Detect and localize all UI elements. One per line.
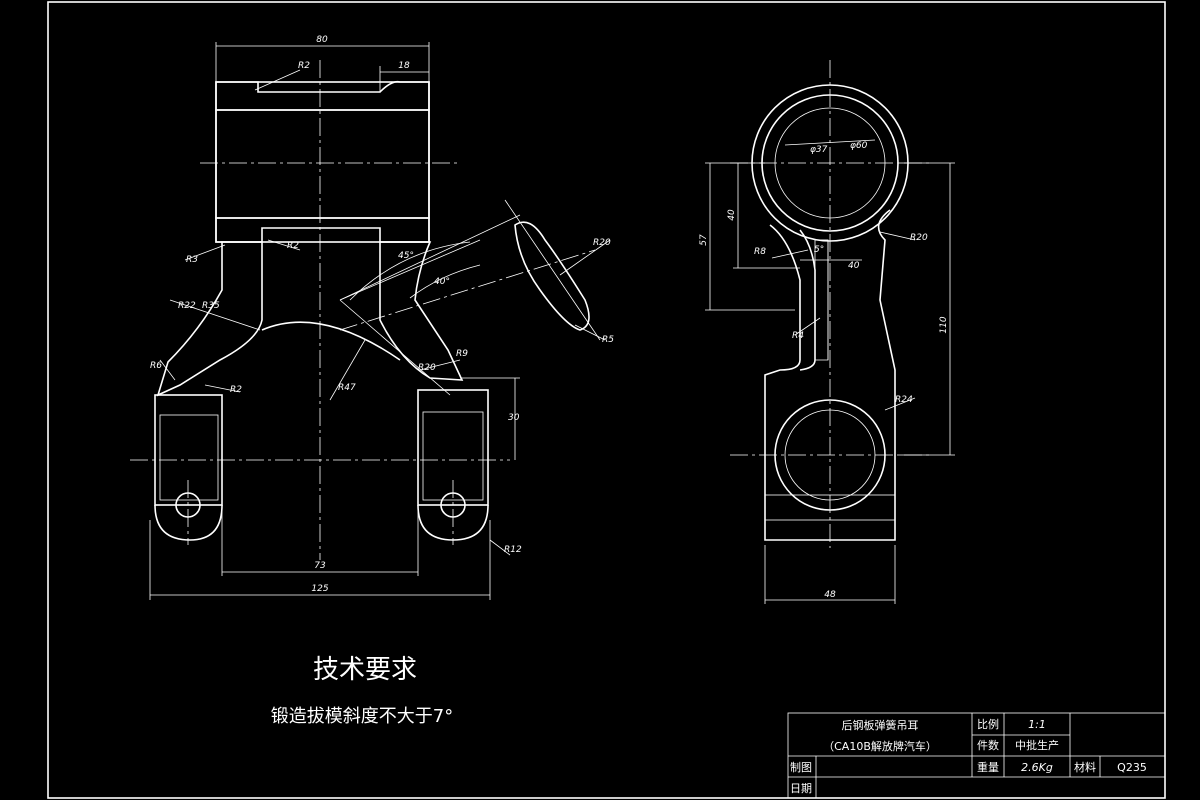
material-value: Q235	[1117, 761, 1147, 774]
dim-r9: R9	[456, 349, 468, 359]
dim-phi60: φ60	[850, 141, 868, 151]
dim-5deg: 5°	[814, 245, 824, 255]
dim-r2-mid: R2	[287, 241, 299, 251]
dim-r6: R6	[150, 361, 162, 371]
dim-40-horizontal: 40	[848, 261, 860, 271]
side-view	[705, 60, 955, 604]
dim-125: 125	[311, 584, 328, 594]
dim-40deg: 40°	[434, 277, 450, 287]
dim-r8: R8	[754, 247, 766, 257]
material-label: 材料	[1074, 760, 1096, 774]
dim-r47: R47	[338, 383, 356, 393]
dim-r2-top: R2	[298, 61, 310, 71]
notes-text: 锻造拔模斜度不大于7°	[271, 706, 453, 727]
title-block	[787, 712, 1166, 799]
dim-73: 73	[314, 561, 326, 571]
dim-57: 57	[699, 234, 709, 246]
drawing-border	[47, 1, 1166, 799]
dim-18: 18	[398, 61, 410, 71]
title-vehicle: （CA10B解放牌汽车）	[823, 739, 937, 753]
scale-label: 比例	[977, 717, 999, 731]
date-label: 日期	[790, 782, 812, 795]
dim-r12: R12	[504, 545, 522, 555]
dim-r35: R35	[202, 301, 220, 311]
dim-phi37: φ37	[810, 145, 828, 155]
dim-r20-side: R20	[910, 233, 928, 243]
notes-title: 技术要求	[313, 655, 417, 685]
dim-r2-low: R2	[230, 385, 242, 395]
dim-r20: R20	[418, 363, 436, 373]
dim-45deg: 45°	[398, 251, 414, 261]
qty-value: 中批生产	[1015, 738, 1059, 752]
weight-value: 2.6Kg	[1021, 761, 1053, 774]
title-part-name: 后钢板弹簧吊耳	[842, 718, 919, 732]
drawn-label: 制图	[790, 761, 812, 774]
weight-label: 重量	[977, 760, 999, 774]
scale-value: 1:1	[1028, 718, 1046, 731]
front-view	[130, 42, 611, 600]
dim-r4: R4	[792, 331, 804, 341]
dim-30: 30	[508, 413, 520, 423]
dim-r22: R22	[178, 301, 196, 311]
dim-48: 48	[824, 590, 836, 600]
dim-r20-section: R20	[593, 238, 611, 248]
dim-110: 110	[939, 316, 949, 333]
dim-40-vertical: 40	[727, 209, 737, 221]
qty-label: 件数	[977, 739, 999, 752]
dim-r5: R5	[602, 335, 614, 345]
dim-r24: R24	[895, 395, 913, 405]
dim-80: 80	[316, 35, 328, 45]
dim-r3: R3	[186, 255, 198, 265]
